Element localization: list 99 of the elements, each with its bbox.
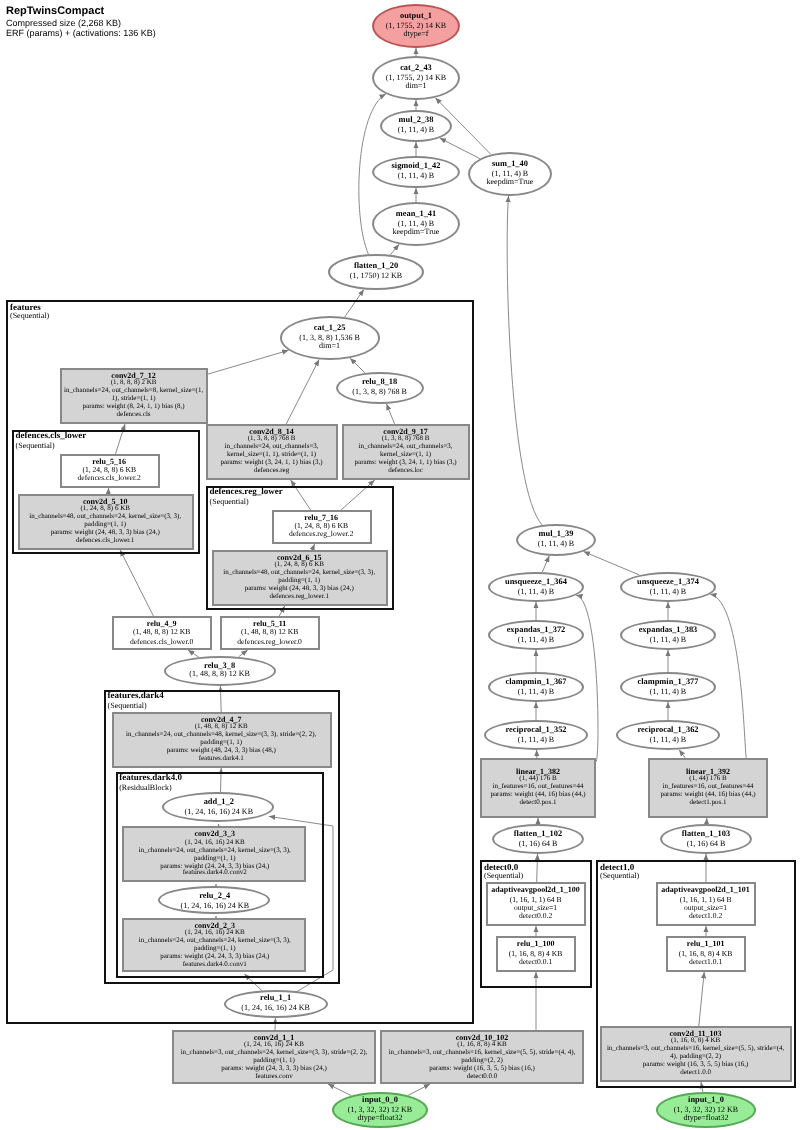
operation-ellipse: [335, 371, 424, 404]
arrow: [533, 701, 539, 721]
operation-ellipse: [488, 620, 584, 650]
operation-ellipse: [484, 720, 588, 750]
arrow: [505, 195, 543, 526]
arrow: [207, 349, 289, 375]
arrow: [533, 971, 539, 1031]
layer-box: [111, 711, 332, 768]
arrow: [340, 479, 376, 511]
module-frame: [480, 860, 592, 988]
arrow: [665, 701, 671, 721]
module-frame: [103, 689, 340, 984]
operation-ellipse: [620, 620, 716, 650]
arrow: [703, 925, 709, 937]
arrow: [703, 853, 709, 883]
arrow: [290, 479, 312, 511]
module-box: [495, 935, 576, 972]
arrow: [243, 973, 263, 992]
operation-ellipse: [616, 720, 720, 750]
layer-box: [122, 918, 307, 973]
layer-box: [122, 826, 307, 883]
arrow: [699, 1081, 705, 1093]
operation-ellipse: [660, 824, 752, 854]
operation-ellipse: [468, 152, 552, 196]
arrow: [285, 358, 320, 425]
operation-ellipse: [372, 156, 460, 188]
arrow: [349, 357, 366, 374]
arrow: [709, 593, 748, 759]
layer-box: [59, 367, 208, 424]
arrow: [272, 1017, 278, 1031]
arrow: [413, 99, 419, 111]
operation-ellipse: [328, 254, 424, 290]
output-node: [372, 4, 460, 48]
operation-ellipse: [372, 56, 460, 100]
module-frame: [11, 429, 200, 554]
arrow: [535, 817, 541, 825]
arrow: [533, 649, 539, 673]
layer-box: [341, 423, 470, 480]
module-frame: [205, 485, 394, 610]
layer-box: [211, 549, 388, 606]
arrow: [385, 403, 396, 425]
layer-box: [205, 423, 338, 480]
operation-ellipse: [279, 315, 380, 360]
layer-box: [17, 493, 194, 550]
arrow: [678, 749, 686, 759]
module-box: [59, 453, 160, 488]
arrow: [309, 543, 316, 551]
module-box: [485, 881, 586, 926]
arrow: [358, 93, 387, 255]
layer-box: [648, 758, 768, 818]
arrow: [217, 685, 224, 713]
module-box: [271, 509, 372, 544]
arrow: [187, 649, 200, 658]
operation-ellipse: [516, 524, 596, 556]
operation-ellipse: [620, 572, 716, 602]
layer-box: [599, 1025, 792, 1082]
arrow: [268, 814, 334, 992]
operation-ellipse: [380, 110, 452, 142]
arrow: [413, 141, 419, 157]
arrow: [533, 601, 539, 621]
input-node: [656, 1092, 756, 1128]
arrow: [434, 97, 492, 155]
arrow: [533, 925, 539, 937]
module-frame: [6, 300, 474, 1024]
module-box: [111, 615, 212, 650]
arrow: [105, 487, 111, 495]
module-frame: [115, 771, 324, 978]
arrow: [575, 594, 599, 763]
layer-box: [172, 1030, 376, 1084]
arrow: [665, 601, 671, 621]
module-frame: [596, 860, 796, 1088]
arrow: [703, 817, 710, 825]
layer-box: [380, 1030, 584, 1084]
operation-ellipse: [492, 824, 584, 854]
input-node: [332, 1092, 428, 1128]
arrow: [439, 137, 481, 160]
arrow: [114, 423, 126, 455]
arrow: [389, 243, 400, 256]
module-box: [655, 881, 756, 926]
operation-ellipse: [488, 672, 584, 702]
arrow: [278, 605, 286, 617]
arrow: [413, 187, 419, 203]
module-box: [665, 935, 746, 972]
operation-ellipse: [488, 572, 584, 602]
operation-ellipse: [372, 202, 460, 246]
module-box: [219, 615, 320, 650]
operation-ellipse: [620, 672, 716, 702]
arrow: [413, 47, 419, 57]
arrow: [698, 971, 707, 1027]
arrow: [534, 749, 540, 759]
arrow: [218, 767, 224, 795]
arrow: [238, 649, 249, 658]
layer-box: [480, 758, 596, 818]
arrow: [534, 853, 540, 883]
arrow: [344, 288, 365, 318]
arrow: [119, 549, 154, 617]
arrow: [541, 555, 550, 573]
arrow: [665, 649, 671, 673]
operation-ellipse: [162, 792, 275, 823]
